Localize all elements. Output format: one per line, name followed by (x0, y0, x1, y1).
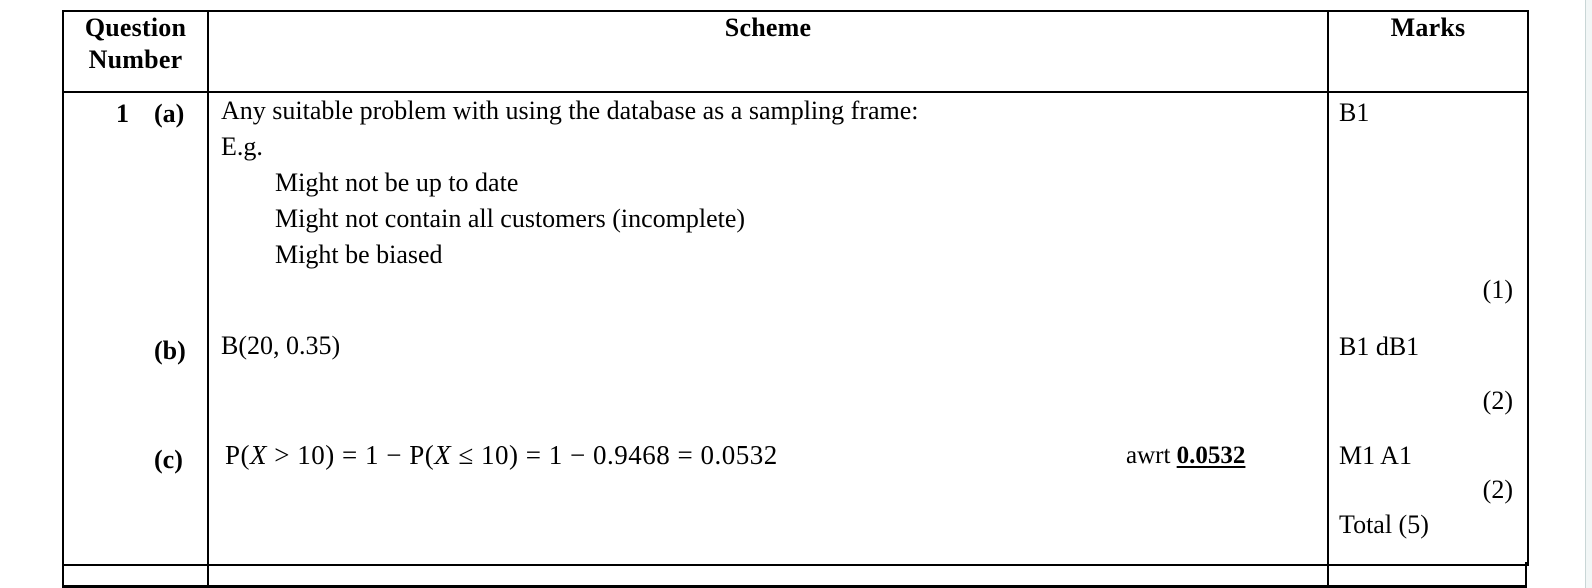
awrt-annotation: awrt 0.0532 (1126, 442, 1245, 470)
scheme-part-b-answer: B(20, 0.35) (221, 331, 341, 360)
expression-variable-1: X (250, 440, 268, 470)
expression-variable-2: X (434, 440, 452, 470)
question-number-label: 1 (116, 99, 129, 128)
marks-part-a: B1 (1339, 98, 1370, 127)
scheme-cell: Any suitable problem with using the data… (207, 91, 1329, 566)
marks-cell: B1 (1) B1 dB1 (2) M1 A1 (2) Total (5) (1327, 91, 1529, 566)
awrt-value: 0.0532 (1176, 442, 1246, 469)
question-part-a-label: (a) (154, 99, 185, 128)
next-table-divider-1 (207, 562, 209, 585)
marks-part-c-total: (2) (1482, 475, 1513, 504)
table-header-row: Question Number Scheme Marks (62, 10, 1529, 93)
table-row: 1 (a) (b) (c) Any suitable problem with … (62, 91, 1529, 566)
header-question-number: Question Number (62, 10, 209, 93)
mark-scheme-table: Question Number Scheme Marks 1 (a) (b) (… (62, 10, 1529, 566)
next-question-table-fragment (62, 562, 1527, 588)
header-question-number-line1: Question (84, 13, 187, 42)
awrt-label: awrt (1126, 442, 1171, 469)
header-scheme: Scheme (207, 10, 1329, 93)
scheme-part-a-eg-label: E.g. (221, 132, 263, 161)
page-edge-margin (1586, 0, 1592, 588)
expression-segment-1: P( (225, 440, 251, 470)
expression-segment-4: ≤ 10) = 1 (451, 440, 563, 470)
marks-part-b: B1 dB1 (1339, 332, 1420, 361)
next-table-divider-2 (1327, 562, 1329, 585)
question-part-c-label: (c) (154, 445, 183, 474)
marks-part-b-total: (2) (1482, 386, 1513, 415)
scheme-part-a-bullet-3: Might be biased (275, 240, 443, 269)
expression-segment-5: − 0.9468 = 0.0532 (562, 440, 778, 470)
expression-segment-2: > 10) = 1 (267, 440, 379, 470)
question-number-cell: 1 (a) (b) (c) (62, 91, 209, 566)
scheme-part-c-expression: P(X > 10) = 1 − P(X ≤ 10) = 1 − 0.9468 =… (225, 440, 778, 471)
marks-part-c: M1 A1 (1339, 441, 1412, 470)
scheme-part-a-intro: Any suitable problem with using the data… (221, 96, 919, 125)
header-question-number-line2: Number (88, 44, 183, 74)
page-edge-line (1585, 0, 1586, 588)
scheme-part-a-bullet-1: Might not be up to date (275, 168, 519, 197)
header-marks: Marks (1327, 10, 1529, 93)
question-part-b-label: (b) (154, 336, 186, 365)
scheme-part-a-bullet-2: Might not contain all customers (incompl… (275, 204, 746, 233)
expression-segment-3: − P( (378, 440, 435, 470)
marks-part-a-total: (1) (1482, 275, 1513, 304)
marks-question-total: Total (5) (1339, 510, 1429, 539)
